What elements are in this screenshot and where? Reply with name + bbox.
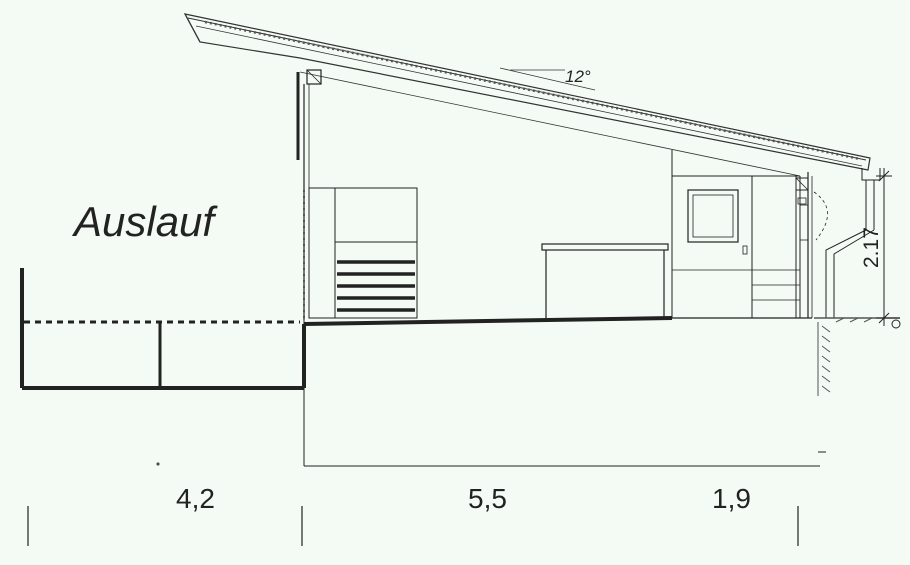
counter — [541, 243, 669, 318]
gutter-downpipe — [813, 168, 881, 318]
height-dimension — [876, 168, 901, 329]
area-label: Auslauf — [71, 198, 218, 245]
outdoor-run — [20, 268, 306, 390]
height-label: 2.17 — [860, 227, 883, 268]
left-wall — [296, 69, 322, 320]
roof-angle-label: 12° — [565, 67, 591, 86]
dimension-service: 1,9 — [712, 483, 751, 514]
dimension-run: 4,2 — [176, 483, 215, 514]
shelving-unit — [308, 187, 418, 319]
roof — [183, 13, 871, 177]
floor-slab — [303, 316, 826, 467]
dimension-interior: 5,5 — [468, 483, 507, 514]
ground-hatch — [814, 317, 900, 396]
right-room — [671, 150, 813, 318]
dimension-chain — [27, 462, 799, 546]
